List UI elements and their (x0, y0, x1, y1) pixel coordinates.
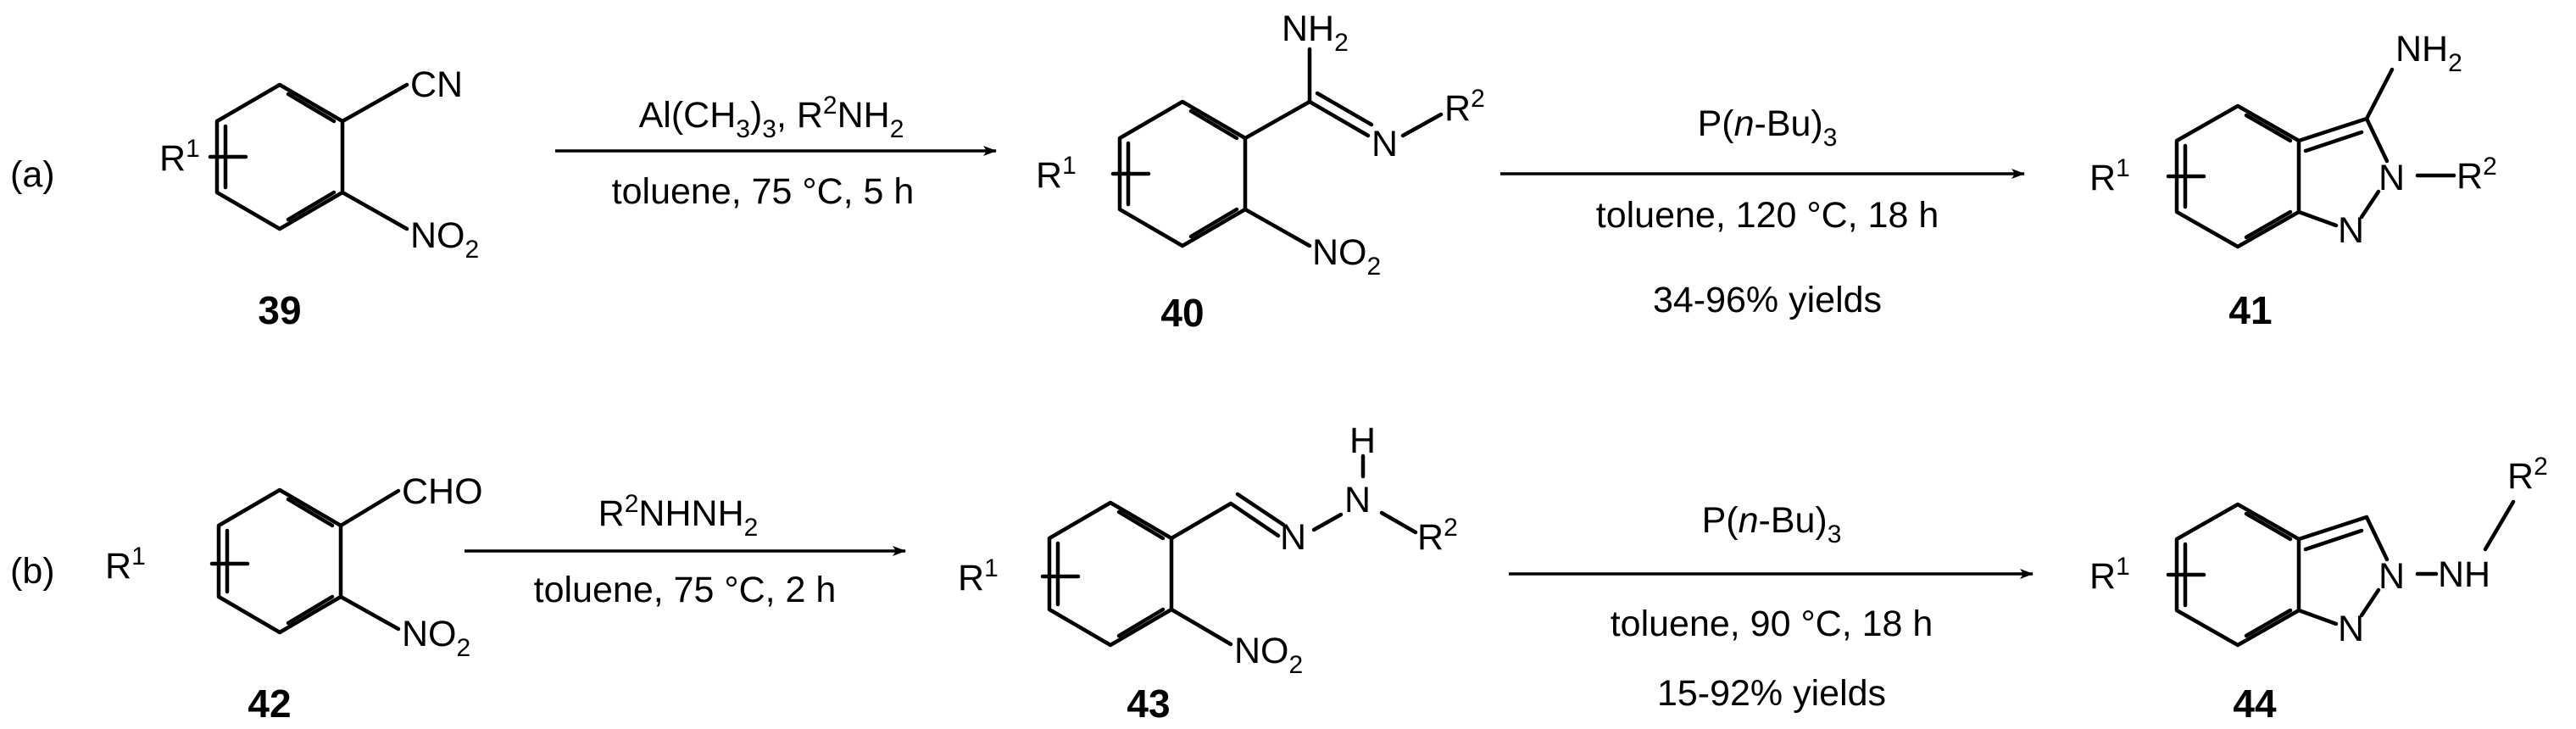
compound-41-structure (2166, 67, 2456, 249)
step-b2-reagent: P(n-Bu)3 (1702, 500, 1842, 548)
compound-44-structure (2166, 499, 2516, 648)
compound-39-structure (208, 82, 409, 231)
step-b2-conditions: toluene, 90 °C, 18 h (1611, 604, 1933, 644)
compound-43-n: N (1280, 517, 1306, 558)
compound-43-h: H (1349, 420, 1376, 461)
compound-41-n2: N (2378, 158, 2405, 198)
scheme-b-label: (b) (10, 551, 55, 592)
scheme-a-label: (a) (10, 154, 55, 195)
step-b2-yields: 15-92% yields (1657, 673, 1886, 714)
compound-40-n: N (1371, 124, 1398, 164)
compound-44-number: 44 (2233, 682, 2277, 726)
step-a2-reagent: P(n-Bu)3 (1698, 103, 1838, 152)
compound-44-nh: NH (2438, 554, 2490, 595)
step-b1-conditions: toluene, 75 °C, 2 h (534, 570, 837, 610)
compound-43-r1: R1 (958, 554, 999, 598)
compound-39-r1: R1 (159, 135, 200, 179)
step-a2-yields: 34-96% yields (1653, 280, 1882, 320)
compound-41-number: 41 (2228, 288, 2272, 332)
compound-42-cho: CHO (402, 471, 483, 512)
compound-40-no2: NO2 (1312, 232, 1381, 281)
step-b1-reagent: R2NHNH2 (598, 490, 759, 542)
compound-43-number: 43 (1127, 682, 1170, 726)
compound-43-structure (1040, 454, 1418, 648)
compound-42-no2: NO2 (402, 614, 470, 662)
compound-40-nh2: NH2 (1282, 8, 1349, 57)
compound-41-r2: R2 (2456, 153, 2497, 197)
compound-41-r1: R1 (2089, 154, 2130, 198)
compound-43-no2: NO2 (1234, 631, 1303, 679)
compound-39-number: 39 (258, 288, 301, 332)
compound-41-n1: N (2338, 210, 2364, 251)
compound-40-r1: R1 (1036, 152, 1077, 196)
step-a1-reagents: Al(CH3)3, R2NH2 (639, 92, 904, 143)
compound-43-r2: R2 (1417, 514, 1458, 558)
compound-44-n1: N (2338, 609, 2364, 649)
compound-39-no2: NO2 (410, 215, 479, 264)
compound-43-nh-n: N (1344, 480, 1371, 520)
step-a1-conditions: toluene, 75 °C, 5 h (612, 171, 915, 212)
step-a2-conditions: toluene, 120 °C, 18 h (1596, 195, 1939, 236)
compound-40-structure (1110, 47, 1444, 248)
compound-42-number: 42 (248, 682, 291, 726)
compound-39-cn: CN (410, 64, 463, 105)
compound-44-n2: N (2378, 556, 2405, 597)
compound-44-r2: R2 (2507, 453, 2548, 497)
compound-42-structure (209, 487, 401, 635)
compound-40-number: 40 (1160, 291, 1204, 335)
compound-40-r2: R2 (1444, 85, 1485, 129)
compound-44-r1: R1 (2089, 553, 2130, 597)
compound-42-r1: R1 (105, 543, 146, 587)
compound-41-nh2: NH2 (2395, 29, 2462, 77)
